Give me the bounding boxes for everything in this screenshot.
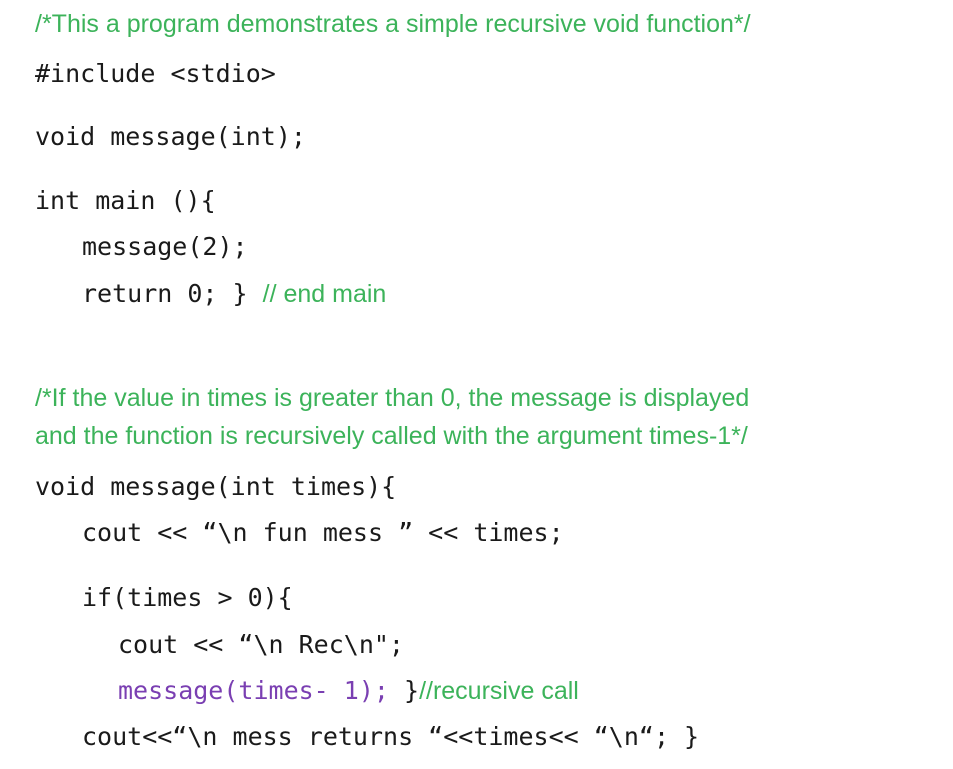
function-prototype: void message(int); bbox=[35, 122, 306, 151]
block-comment-line-1: /*If the value in times is greater than … bbox=[35, 384, 750, 412]
if-statement: if(times > 0){ bbox=[82, 583, 293, 612]
rec-cout: cout << “\n Rec\n"; bbox=[118, 630, 404, 659]
recursive-call-comment: //recursive call bbox=[419, 677, 579, 705]
block-comment-line-2: and the function is recursively called w… bbox=[35, 422, 748, 450]
include-line: #include <stdio> bbox=[35, 59, 276, 88]
main-signature: int main (){ bbox=[35, 186, 216, 215]
recursive-call: message(times- 1); bbox=[118, 676, 389, 705]
recursive-call-line: message(times- 1); }//recursive call bbox=[118, 678, 579, 704]
message-function-signature: void message(int times){ bbox=[35, 472, 397, 501]
if-close-brace: } bbox=[404, 676, 420, 705]
mess-returns-cout: cout<<“\n mess returns “<<times<< “\n“; … bbox=[82, 722, 700, 751]
main-return-line: return 0; } // end main bbox=[82, 281, 386, 307]
fun-mess-cout: cout << “\n fun mess ” << times; bbox=[82, 518, 564, 547]
header-comment: /*This a program demonstrates a simple r… bbox=[35, 10, 751, 38]
end-main-comment: // end main bbox=[262, 280, 387, 308]
main-return: return 0; } bbox=[82, 279, 248, 308]
main-message-call: message(2); bbox=[82, 232, 248, 261]
